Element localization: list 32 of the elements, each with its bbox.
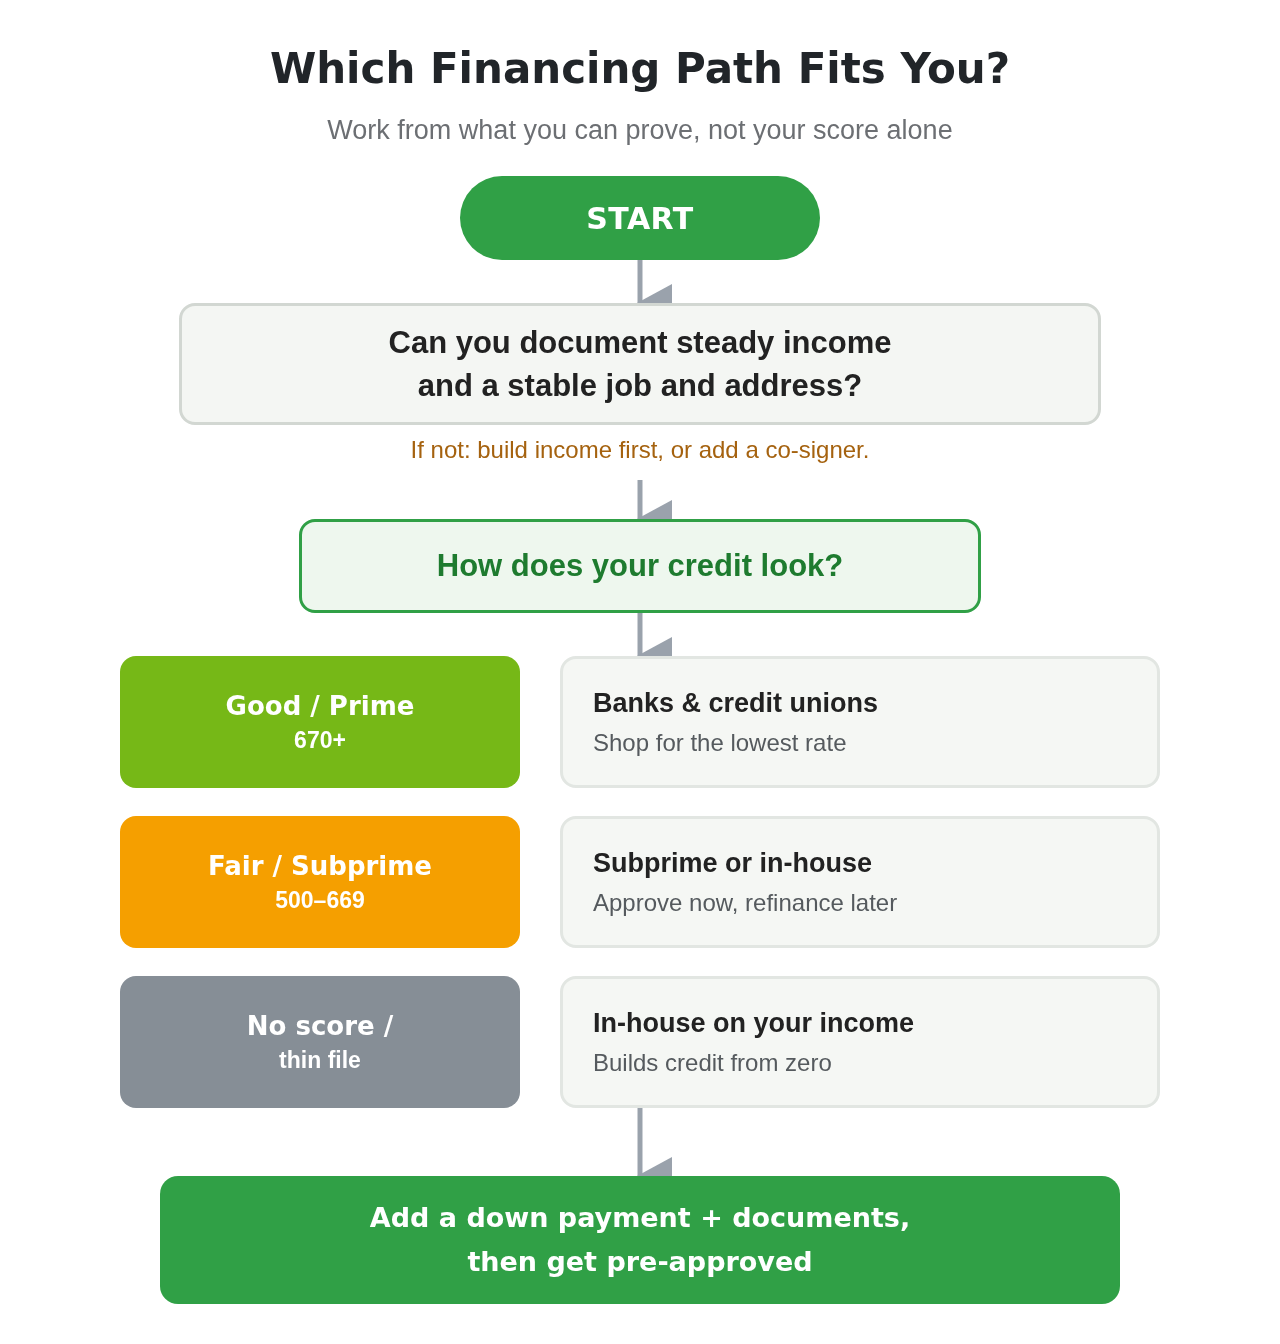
lender-option-card: [560, 976, 1160, 1108]
diagram-title: Which Financing Path Fits You?: [269, 44, 1011, 95]
tier-title: Good / Prime: [225, 690, 415, 721]
node-label: START: [586, 200, 694, 236]
tier-title: No score /: [246, 1010, 394, 1041]
score-range: 500–669: [275, 886, 365, 914]
arrow: [637, 613, 672, 656]
score-range: 670+: [294, 726, 346, 754]
decision-box: [299, 519, 981, 613]
credit-tier-card: [120, 976, 520, 1108]
option-note: Shop for the lowest rate: [593, 728, 847, 757]
note-text: If not: build income first, or add a co-signer.: [410, 436, 870, 465]
lender-option-card: [560, 816, 1160, 948]
question-text: Can you document steady income and a stable job and address?: [387, 324, 893, 405]
option-title: In-house on your income: [593, 1007, 915, 1039]
score-range: thin file: [279, 1046, 361, 1074]
option-note: Builds credit from zero: [593, 1048, 832, 1077]
question-box: [179, 303, 1101, 425]
result-text: Add a down payment + documents, then get pre-approved: [368, 1201, 912, 1279]
arrow: [637, 1108, 672, 1176]
arrow: [637, 260, 672, 303]
credit-tier-card: [120, 816, 520, 948]
option-title: Subprime or in-house: [593, 847, 873, 879]
option-note: Approve now, refinance later: [593, 888, 898, 917]
question-text: How does your credit look?: [436, 548, 844, 584]
option-title: Banks & credit unions: [593, 687, 879, 719]
lender-option-card: [560, 656, 1160, 788]
subtitle: Work from what you can prove, not your score alone: [327, 114, 953, 147]
tier-title: Fair / Subprime: [207, 850, 432, 881]
arrow: [637, 480, 672, 519]
credit-tier-card: [120, 656, 520, 788]
result-box: [160, 1176, 1120, 1304]
